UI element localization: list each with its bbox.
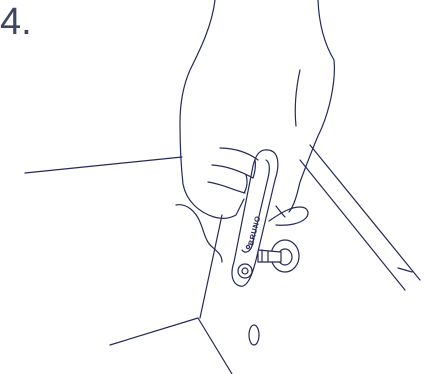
finger-crease-1 [208, 182, 245, 193]
thumb [269, 207, 308, 225]
hand-outline-left [180, 0, 244, 218]
palm-line [176, 205, 222, 262]
finger-tip-1 [244, 175, 247, 193]
panel-edges [25, 145, 420, 374]
frame-corner [398, 268, 412, 272]
panel-top-left-edge [25, 157, 182, 173]
wrist-line [295, 70, 300, 126]
frame-diagonal-outer [310, 145, 420, 280]
cam-bolt [258, 240, 299, 272]
frame-diagonal-inner [300, 160, 405, 290]
finger-crease-3 [220, 148, 258, 160]
panel-hole [249, 325, 259, 345]
panel-lower-corner [110, 318, 232, 374]
